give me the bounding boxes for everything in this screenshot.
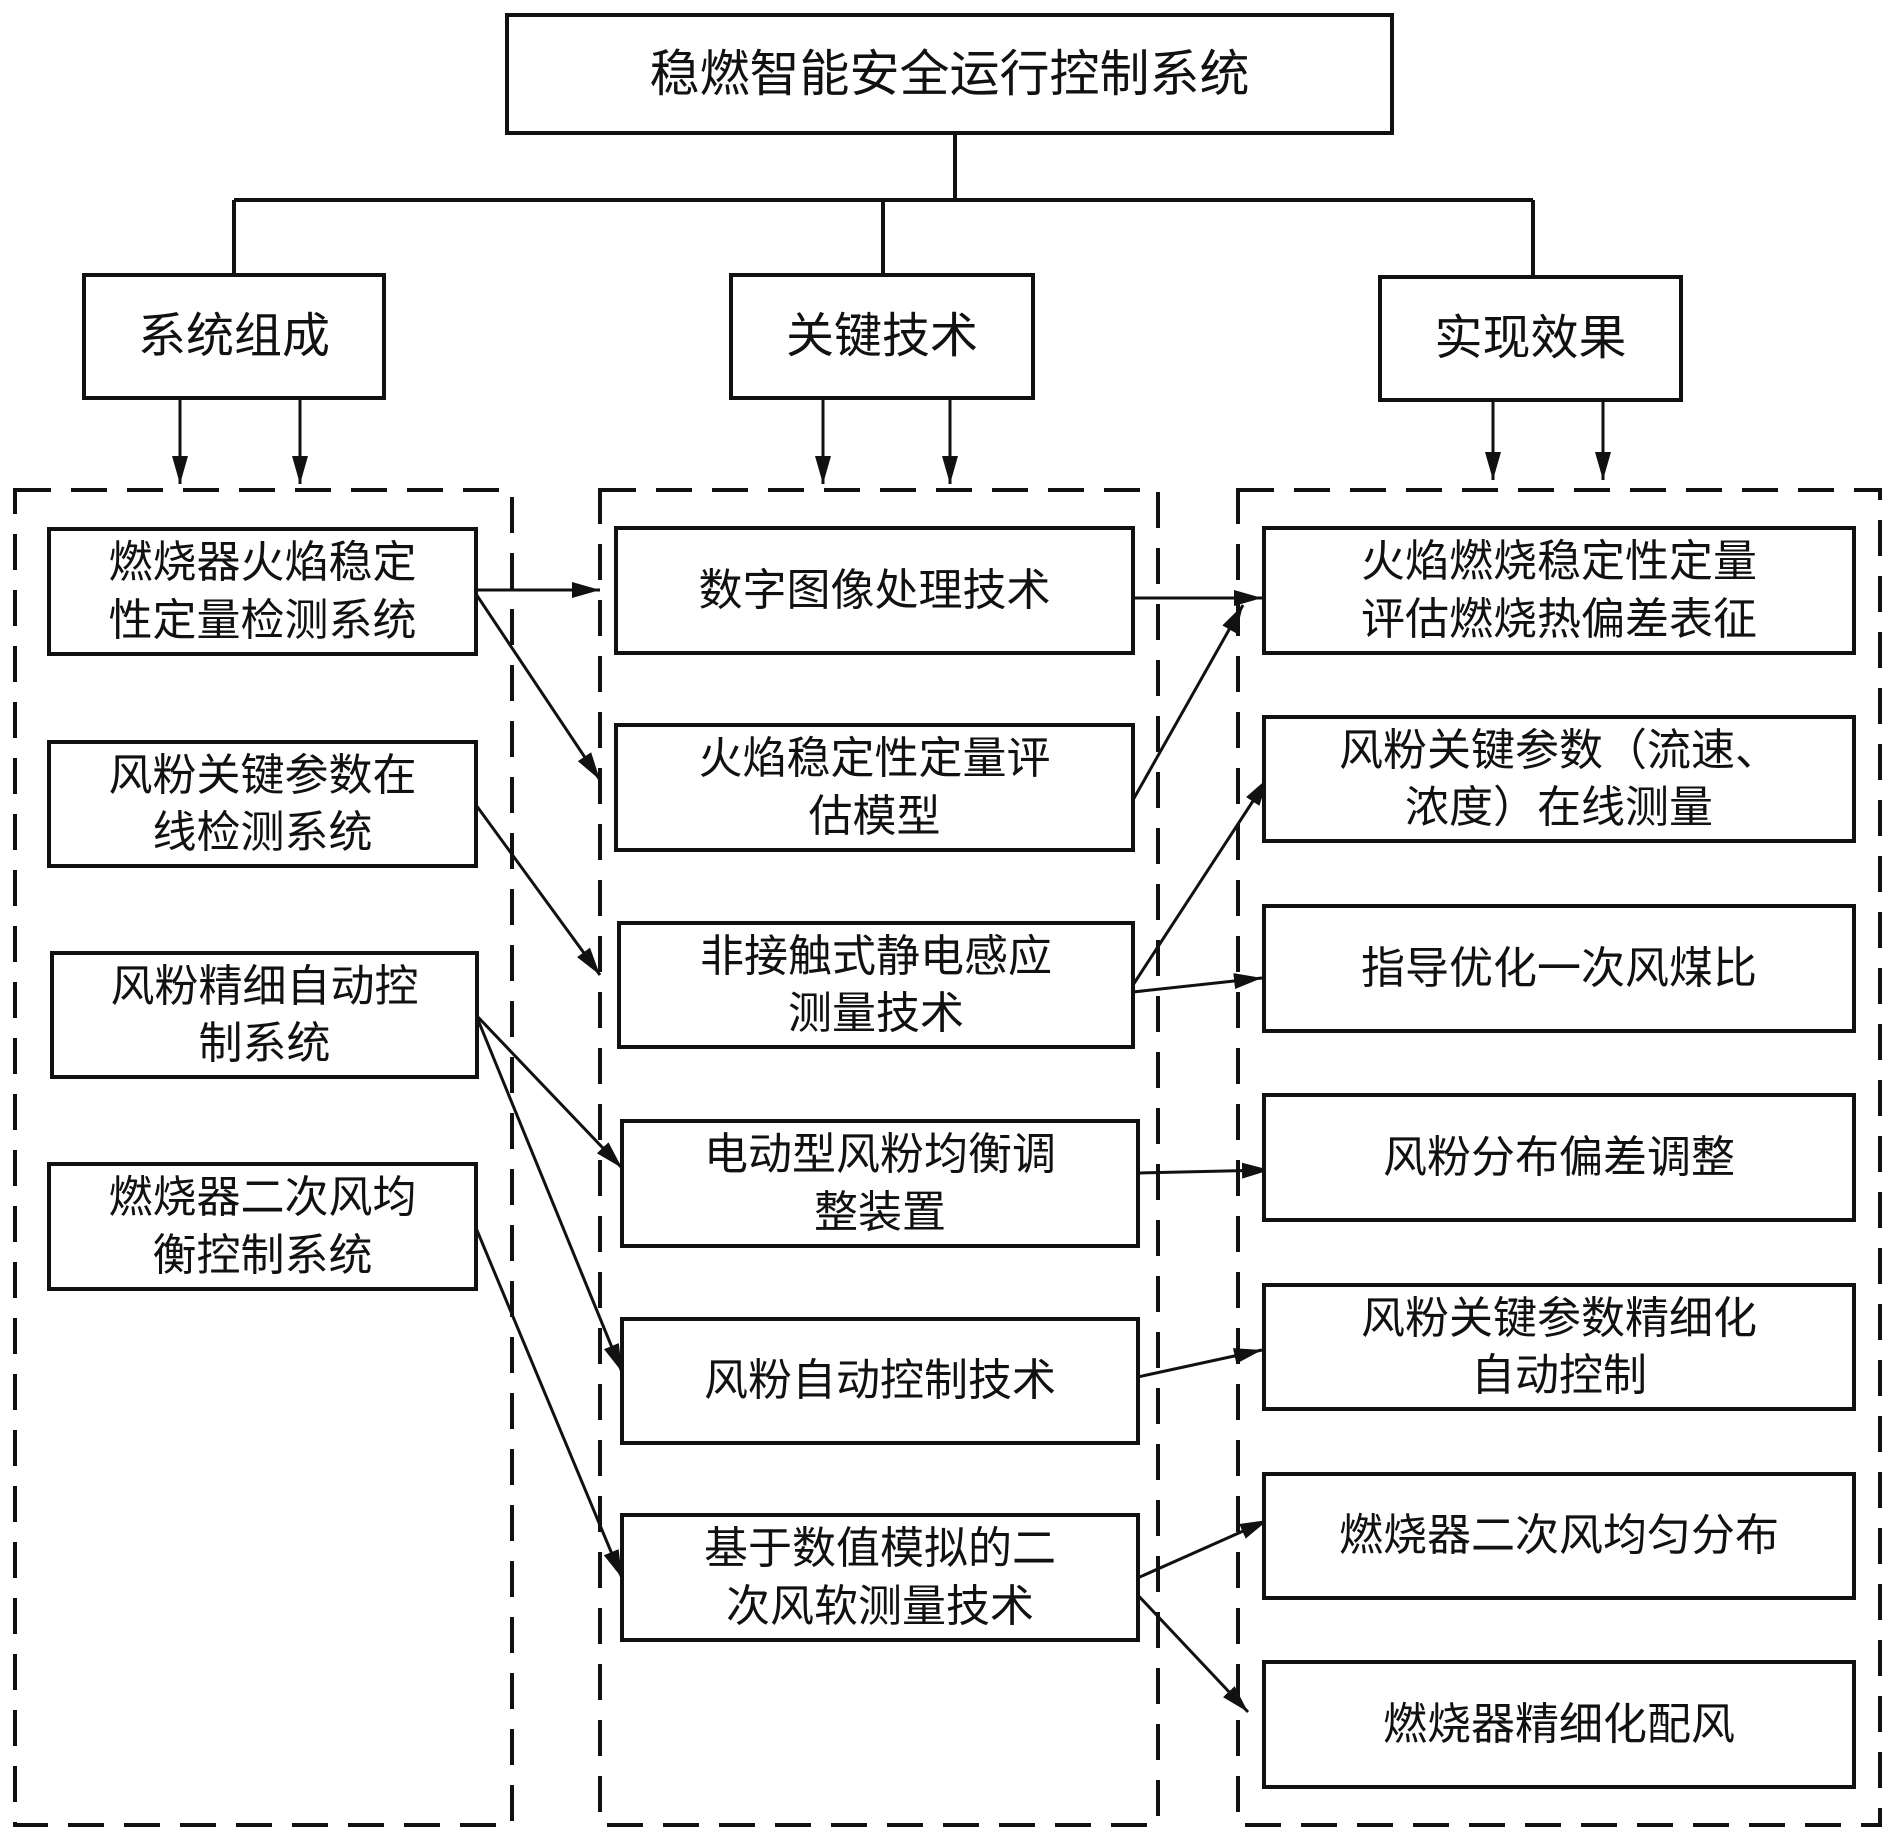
tech-item: 非接触式静电感应测量技术 — [617, 921, 1135, 1049]
composition-item: 燃烧器二次风均衡控制系统 — [47, 1162, 478, 1291]
effect-item-line1: 火焰燃烧稳定性定量 — [1361, 536, 1757, 588]
effect-item-line1: 指导优化一次风煤比 — [1361, 942, 1757, 994]
arrow-soft-measure-to-uniform — [1132, 1518, 1269, 1582]
root-title: 稳燃智能安全运行控制系统 — [649, 44, 1250, 103]
header-key-tech-box: 关键技术 — [729, 273, 1035, 400]
header-effect-label: 实现效果 — [1434, 310, 1627, 367]
effect-item-line1: 燃烧器二次风均匀分布 — [1339, 1510, 1779, 1562]
composition-item: 风粉关键参数在线检测系统 — [47, 740, 478, 868]
header-down-arrows — [172, 400, 1611, 484]
arrow-flame-detect-to-model — [474, 593, 602, 781]
arrow-auto-control-to-auto-tech — [474, 1014, 624, 1373]
arrow-param-detect-to-electrostatic — [474, 804, 602, 976]
tech-item: 基于数值模拟的二次风软测量技术 — [620, 1513, 1140, 1642]
group-frame-composition — [13, 488, 514, 1827]
effect-item-line2: 评估燃烧热偏差表征 — [1361, 593, 1757, 645]
arrow-electrostatic-to-ratio — [1132, 973, 1263, 994]
tech-item: 电动型风粉均衡调整装置 — [620, 1119, 1140, 1248]
composition-item: 燃烧器火焰稳定性定量检测系统 — [47, 527, 478, 656]
header-key-tech-label: 关键技术 — [785, 308, 978, 365]
header-effect-box: 实现效果 — [1378, 275, 1683, 402]
composition-item: 风粉精细自动控制系统 — [50, 951, 479, 1079]
composition-item-line1: 风粉精细自动控 — [110, 960, 419, 1012]
effect-item: 燃烧器精细化配风 — [1262, 1660, 1856, 1789]
arrow-model-to-flame-eval — [1131, 604, 1245, 801]
effect-item: 风粉分布偏差调整 — [1262, 1093, 1856, 1222]
tree-connector — [232, 132, 1535, 277]
tech-item-line1: 电动型风粉均衡调 — [704, 1129, 1056, 1181]
tech-item: 数字图像处理技术 — [614, 526, 1135, 655]
group-frame-effect — [1236, 488, 1882, 1827]
tech-item-line2: 整装置 — [814, 1186, 946, 1238]
tech-item: 火焰稳定性定量评估模型 — [614, 723, 1135, 852]
composition-item-line1: 燃烧器火焰稳定 — [108, 537, 417, 589]
tech-item-line2: 次风软测量技术 — [726, 1580, 1034, 1632]
effect-item: 风粉关键参数（流速、浓度）在线测量 — [1262, 715, 1856, 843]
root-title-box: 稳燃智能安全运行控制系统 — [505, 13, 1394, 135]
header-composition-label: 系统组成 — [137, 308, 330, 365]
effect-item: 火焰燃烧稳定性定量评估燃烧热偏差表征 — [1262, 526, 1856, 655]
tech-item: 风粉自动控制技术 — [620, 1317, 1140, 1445]
arrow-auto-tech-to-fine-control — [1132, 1348, 1263, 1380]
effect-item-line1: 风粉关键参数精细化 — [1361, 1292, 1757, 1344]
effect-item: 燃烧器二次风均匀分布 — [1262, 1472, 1856, 1600]
tech-item-line2: 估模型 — [808, 790, 941, 842]
tech-item-line1: 非接触式静电感应 — [700, 930, 1052, 982]
arrow-balancer-to-deviation — [1139, 1162, 1271, 1179]
effect-item: 指导优化一次风煤比 — [1262, 904, 1856, 1033]
tech-item-line2: 测量技术 — [788, 988, 964, 1039]
tech-item-line1: 基于数值模拟的二 — [704, 1523, 1056, 1575]
arrow-electrostatic-to-param-measure — [1131, 777, 1270, 986]
arrow-auto-control-to-balancer — [474, 1013, 624, 1170]
composition-item-line1: 燃烧器二次风均 — [108, 1172, 417, 1224]
composition-item-line2: 性定量检测系统 — [108, 594, 417, 646]
effect-item-line1: 风粉分布偏差调整 — [1383, 1131, 1735, 1183]
arrow-soft-measure-to-fine-air — [1131, 1588, 1250, 1714]
composition-item-line2: 线检测系统 — [152, 807, 373, 858]
effect-item-line2: 自动控制 — [1471, 1350, 1647, 1401]
effect-item-line1: 风粉关键参数（流速、 — [1339, 724, 1779, 776]
tech-item-line1: 数字图像处理技术 — [698, 564, 1051, 616]
effect-item: 风粉关键参数精细化自动控制 — [1262, 1283, 1856, 1411]
composition-item-line1: 风粉关键参数在 — [108, 749, 417, 801]
header-composition-box: 系统组成 — [82, 273, 386, 400]
effect-item-line2: 浓度）在线测量 — [1405, 782, 1713, 833]
arrow-secondary-air-to-soft-measure — [474, 1227, 624, 1579]
tech-item-line1: 火焰稳定性定量评 — [698, 733, 1051, 785]
tech-item-line1: 风粉自动控制技术 — [704, 1355, 1056, 1407]
relation-arrows — [474, 582, 1271, 1714]
effect-item-line1: 燃烧器精细化配风 — [1383, 1698, 1735, 1750]
composition-item-line2: 衡控制系统 — [152, 1229, 373, 1281]
composition-item-line2: 制系统 — [198, 1018, 331, 1069]
